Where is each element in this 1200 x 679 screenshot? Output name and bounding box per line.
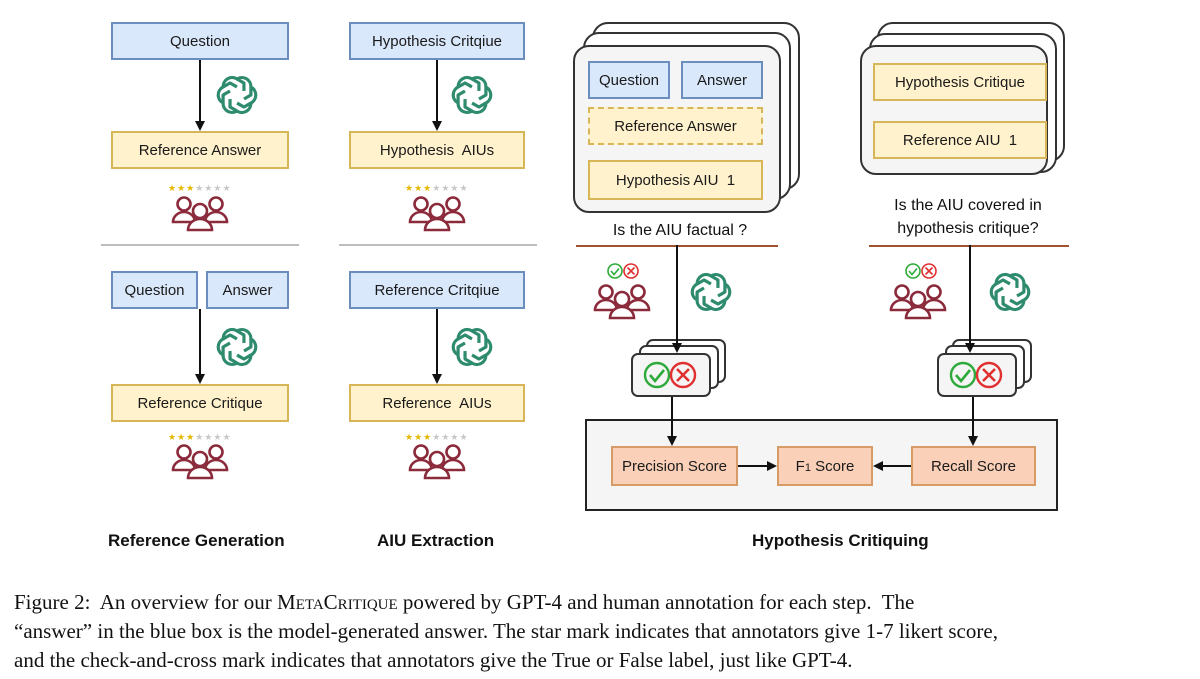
- star-icon: ★: [405, 183, 415, 193]
- caption-line-3: and the check-and-cross mark indicates t…: [14, 648, 853, 672]
- annotators-icon: [171, 444, 229, 480]
- reference-critique-box: Reference Critique: [111, 384, 289, 422]
- card-reference-answer-box: Reference Answer: [588, 107, 763, 145]
- question-box-bottom: Question: [111, 271, 198, 309]
- f1-score-box: F1 Score: [777, 446, 873, 486]
- annotators-icon: [889, 284, 947, 320]
- star-icon: ★: [441, 183, 451, 193]
- star-icon: ★: [213, 432, 223, 442]
- hypothesis-aius-box: Hypothesis AIUs: [349, 131, 525, 169]
- star-icon: ★: [195, 183, 205, 193]
- gpt-logo-icon: [986, 269, 1034, 315]
- figure-caption: Figure 2: An overview for our MetaCritiq…: [14, 588, 1194, 675]
- star-icon: ★: [414, 183, 424, 193]
- star-icon: ★: [195, 432, 205, 442]
- card-answer-box: Answer: [681, 61, 763, 99]
- card-hypothesis-critique-box: Hypothesis Critique: [873, 63, 1047, 101]
- star-icon: ★: [405, 432, 415, 442]
- hypothesis-critiquing-label: Hypothesis Critiquing: [752, 531, 929, 550]
- reference-answer-box: Reference Answer: [111, 131, 289, 169]
- star-icon: ★: [423, 183, 433, 193]
- star-icon: ★: [423, 432, 433, 442]
- card-reference-aiu-box: Reference AIU 1: [873, 121, 1047, 159]
- star-icon: ★: [459, 432, 469, 442]
- star-icon: ★: [177, 432, 187, 442]
- f1-label: F1 Score: [795, 457, 855, 475]
- precision-score-box: Precision Score: [611, 446, 738, 486]
- star-icon: ★: [414, 432, 424, 442]
- gpt-logo-icon: [448, 324, 496, 370]
- star-icon: ★: [168, 183, 178, 193]
- card-hypothesis-aiu-box: Hypothesis AIU 1: [588, 160, 763, 200]
- star-icon: ★: [459, 183, 469, 193]
- star-icon: ★: [450, 183, 460, 193]
- gpt-logo-icon: [448, 72, 496, 118]
- likert-stars-3: ★★★★★★★: [168, 432, 232, 443]
- gpt-logo-icon: [213, 72, 261, 118]
- aiu-extraction-label: AIU Extraction: [377, 531, 495, 550]
- star-icon: ★: [222, 432, 232, 442]
- annotators-icon: [408, 196, 466, 232]
- check-cross-icon: [607, 263, 639, 279]
- check-cross-icon: [905, 263, 937, 279]
- likert-stars-2: ★★★★★★★: [405, 183, 469, 194]
- star-icon: ★: [441, 432, 451, 442]
- answer-box: Answer: [206, 271, 289, 309]
- star-icon: ★: [186, 183, 196, 193]
- card-question-box: Question: [588, 61, 670, 99]
- star-icon: ★: [450, 432, 460, 442]
- aiu-factual-question: Is the AIU factual ?: [612, 222, 748, 239]
- annotators-icon: [593, 284, 651, 320]
- star-icon: ★: [432, 432, 442, 442]
- question-box-top: Question: [111, 22, 289, 60]
- reference-aius-box: Reference AIUs: [349, 384, 525, 422]
- star-icon: ★: [177, 183, 187, 193]
- aiu-covered-question: Is the AIU covered in hypothesis critiqu…: [894, 197, 1042, 237]
- divider-col1: [101, 244, 299, 246]
- divider-col2: [339, 244, 537, 246]
- recall-score-box: Recall Score: [911, 446, 1036, 486]
- star-icon: ★: [204, 183, 214, 193]
- likert-stars-1: ★★★★★★★: [168, 183, 232, 194]
- check-cross-icon: [643, 361, 697, 389]
- star-icon: ★: [186, 432, 196, 442]
- reference-critique-input-box: Reference Critqiue: [349, 271, 525, 309]
- likert-stars-4: ★★★★★★★: [405, 432, 469, 443]
- star-icon: ★: [168, 432, 178, 442]
- star-icon: ★: [204, 432, 214, 442]
- star-icon: ★: [222, 183, 232, 193]
- caption-line-2: “answer” in the blue box is the model-ge…: [14, 619, 998, 643]
- gpt-logo-icon: [687, 269, 735, 315]
- reference-generation-label: Reference Generation: [108, 531, 285, 550]
- star-icon: ★: [213, 183, 223, 193]
- gpt-logo-icon: [213, 324, 261, 370]
- hypothesis-critique-box: Hypothesis Critqiue: [349, 22, 525, 60]
- caption-line-1: Figure 2: An overview for our MetaCritiq…: [14, 590, 915, 614]
- check-cross-icon: [949, 361, 1003, 389]
- annotators-icon: [408, 444, 466, 480]
- star-icon: ★: [432, 183, 442, 193]
- annotators-icon: [171, 196, 229, 232]
